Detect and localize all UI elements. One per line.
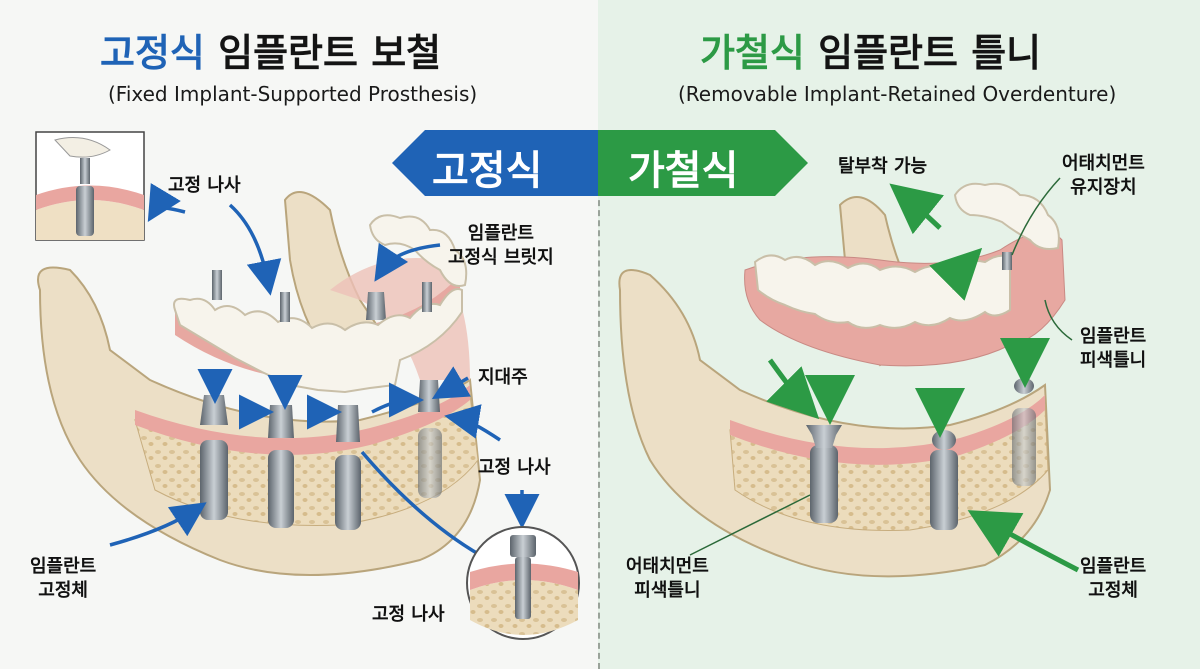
- right-subtitle: (Removable Implant-Retained Overdenture): [678, 82, 1117, 106]
- label-screw-mid: 고정 나사: [478, 457, 551, 478]
- label-screw-top: 고정 나사: [168, 175, 241, 196]
- inset-screw-top: [35, 131, 145, 241]
- label-fixed-bridge: 임플란트 고정식 브릿지: [448, 222, 554, 270]
- right-leader-lines: [689, 177, 1073, 556]
- left-fixed-bridge: [173, 214, 468, 394]
- label-fixture-right-line1: 임플란트: [1080, 556, 1147, 577]
- left-subtitle: (Fixed Implant-Supported Prosthesis): [108, 82, 478, 106]
- label-attachment-denture-line1: 어태치먼트: [626, 556, 709, 577]
- label-fixture-left-line1: 임플란트: [30, 556, 97, 577]
- label-fixture-right: 임플란트 고정체: [1080, 555, 1146, 603]
- label-overdenture-line2: 피색틀니: [1080, 350, 1147, 371]
- left-title-accent: 고정식: [100, 31, 205, 75]
- label-fixed-bridge-line2: 고정식 브릿지: [448, 247, 554, 268]
- label-overdenture: 임플란트 피색틀니: [1080, 325, 1146, 373]
- label-attachment-retainer: 어태치먼트 유지장치: [1062, 152, 1145, 200]
- label-attachment-denture-line2: 피색틀니: [634, 580, 701, 601]
- label-abutment: 지대주: [478, 367, 528, 388]
- label-fixture-right-line2: 고정체: [1088, 580, 1138, 601]
- right-arrows: [766, 183, 1080, 573]
- label-attachment-retainer-line1: 어태치먼트: [1062, 153, 1145, 174]
- left-title-rest: 임플란트 보철: [204, 31, 442, 75]
- panel-divider: [598, 190, 600, 669]
- label-overdenture-line1: 임플란트: [1080, 326, 1147, 347]
- label-fixture-left-line2: 고정체: [38, 580, 88, 601]
- right-title: 가철식 임플란트 틀니: [700, 22, 1041, 77]
- label-screw-bottom: 고정 나사: [372, 604, 445, 625]
- left-screws: [212, 270, 432, 322]
- left-implant-fixtures: [200, 428, 442, 530]
- banner-fixed: [392, 130, 598, 196]
- right-overdenture: [744, 182, 1066, 367]
- left-arrows: [109, 182, 540, 557]
- left-title: 고정식 임플란트 보철: [100, 22, 441, 77]
- right-title-accent: 가철식: [700, 31, 805, 75]
- label-fixed-bridge-line1: 임플란트: [467, 223, 534, 244]
- right-title-rest: 임플란트 틀니: [804, 31, 1042, 75]
- banner-removable: [598, 130, 808, 196]
- right-implant-fixtures: [806, 378, 1036, 530]
- label-removable: 탈부착 가능: [838, 156, 928, 177]
- label-attachment-retainer-line2: 유지장치: [1070, 177, 1137, 198]
- banner-removable-label: 가철식: [628, 148, 739, 194]
- label-fixture-left: 임플란트 고정체: [30, 555, 96, 603]
- inset-screw-bottom: [466, 526, 580, 640]
- banner-fixed-label: 고정식: [432, 148, 543, 194]
- label-attachment-denture: 어태치먼트 피색틀니: [626, 555, 709, 603]
